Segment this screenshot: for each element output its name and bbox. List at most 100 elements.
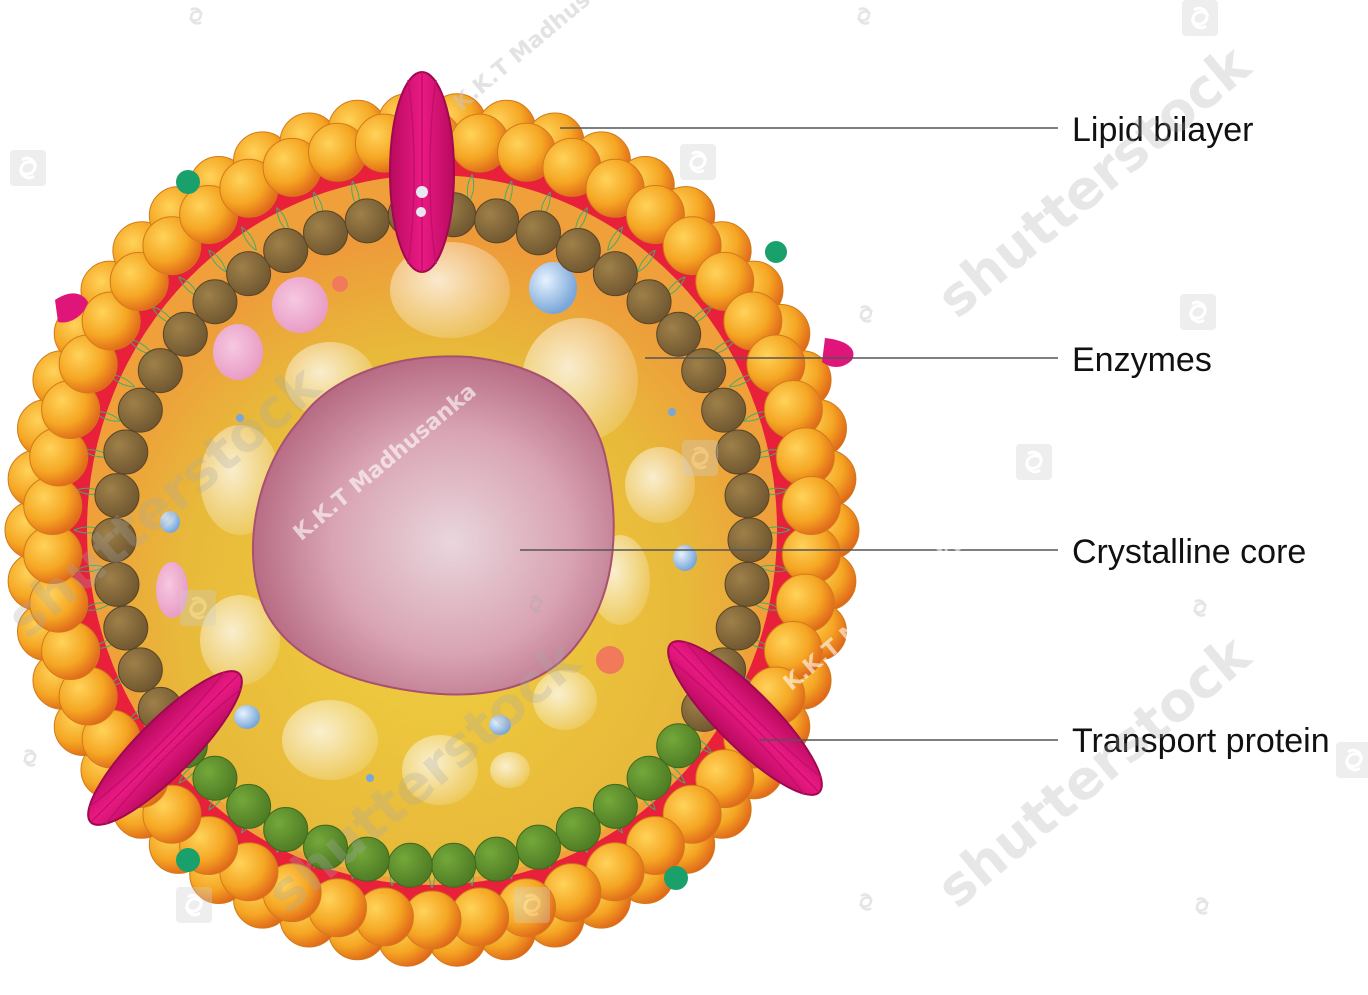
watermark-logo-icon	[1016, 444, 1052, 480]
inner-lipid-head	[344, 198, 390, 244]
inner-lipid-head	[724, 473, 770, 519]
inner-lipid-head	[94, 561, 140, 607]
inner-lipid-head	[555, 806, 601, 852]
lipid-tail	[607, 226, 623, 251]
green-dot	[176, 848, 200, 872]
enzyme-vesicles	[156, 242, 697, 805]
inner-lipid-head	[103, 429, 149, 475]
watermark-logo-mark	[1344, 748, 1364, 772]
watermark-logo-bg	[682, 440, 718, 476]
lipid-tail	[76, 564, 105, 571]
watermark-logo-icon	[176, 887, 212, 923]
inner-lipid-head	[656, 311, 702, 357]
watermark-logo-mark	[1192, 599, 1208, 617]
small-granule	[236, 414, 244, 422]
inner-lipid-head	[474, 836, 520, 882]
blue-vesicle	[160, 511, 180, 533]
inner-lipid-head	[715, 605, 761, 651]
inner-lipid-head	[592, 783, 638, 829]
inner-lipid-head	[431, 842, 477, 888]
enzyme-vesicle	[402, 735, 478, 805]
watermark-logo-mark	[1024, 450, 1044, 474]
blue-vesicle	[529, 262, 577, 314]
inner-lipid-head	[656, 723, 702, 769]
inner-lipid-head	[303, 824, 349, 870]
outer-lipid-head	[781, 476, 841, 536]
inner-lipid-head	[626, 755, 672, 801]
watermark-logo-bg	[180, 590, 216, 626]
lipid-tail	[208, 249, 227, 273]
lipid-tail	[208, 249, 227, 273]
inner-lipid-head	[727, 517, 773, 563]
watermark-logo-icon	[528, 595, 544, 613]
green-dot	[664, 866, 688, 890]
green-dot	[765, 241, 787, 263]
watermark-logo-bg	[1336, 742, 1368, 778]
inner-lipid-head	[724, 561, 770, 607]
watermark-logo-mark	[856, 7, 872, 25]
lipid-tail	[241, 226, 257, 251]
inner-lipid-head	[117, 387, 163, 433]
enzyme-vesicle	[272, 277, 328, 333]
watermark-logo-icon	[514, 887, 550, 923]
enzyme-vesicle	[282, 700, 378, 780]
inner-lipid-head	[137, 348, 183, 394]
watermark-logo-mark	[1190, 6, 1210, 30]
enzyme-vesicle	[156, 562, 188, 618]
outer-lipid-heads	[4, 93, 860, 967]
inner-lipid-head	[555, 228, 601, 274]
watermark-logo-mark	[858, 893, 874, 911]
watermark-logo-mark	[22, 749, 38, 767]
watermark-logo-icon	[188, 7, 204, 25]
small-granule	[596, 646, 624, 674]
watermark-logo-bg	[680, 144, 716, 180]
watermark-logo-mark	[18, 156, 38, 180]
watermark-logo-mark	[522, 893, 542, 917]
watermark-logo-bg	[514, 887, 550, 923]
inner-lipid-head	[263, 228, 309, 274]
watermark-logo-mark	[690, 446, 710, 470]
watermark-logo-mark	[528, 595, 544, 613]
enzyme-vesicle	[625, 447, 695, 523]
watermark-layer-front	[10, 0, 1368, 923]
enzyme-vesicle	[213, 324, 263, 380]
lipid-tail	[637, 249, 656, 273]
inner-lipid-head	[303, 210, 349, 256]
watermark-logo-icon	[858, 305, 874, 323]
watermark-logo-bg	[1182, 0, 1218, 36]
watermark-logo-mark	[1188, 300, 1208, 324]
inner-lipid-head	[226, 783, 272, 829]
inner-lipid-head	[387, 842, 433, 888]
inner-lipid-head	[192, 755, 238, 801]
inner-lipid-head	[162, 311, 208, 357]
blue-vesicle	[673, 545, 697, 571]
blue-vesicle	[489, 715, 511, 735]
watermark-logo-icon	[856, 7, 872, 25]
small-granule	[332, 276, 348, 292]
blue-vesicle	[234, 705, 260, 729]
watermark-logo-mark	[184, 893, 204, 917]
inner-lipid-head	[681, 348, 727, 394]
protein-sliver-right	[822, 338, 854, 367]
watermark-logo-icon	[1194, 897, 1210, 915]
watermark-logo-mark	[1194, 897, 1210, 915]
crystalline-core	[251, 355, 615, 696]
watermark-logo-icon	[180, 590, 216, 626]
watermark-logo-icon	[1180, 294, 1216, 330]
inner-lipid-head	[344, 836, 390, 882]
label-transport-protein: Transport protein	[1072, 722, 1330, 760]
lipid-tail	[241, 226, 257, 251]
protein-sliver-left	[55, 293, 88, 323]
inner-lipid-head	[515, 210, 561, 256]
inner-lipid-head	[91, 517, 137, 563]
enzyme-vesicle	[533, 670, 597, 730]
watermark-logo-mark	[188, 7, 204, 25]
watermark-logo-icon	[10, 150, 46, 186]
enzyme-vesicle	[200, 595, 280, 685]
inner-lipid-head	[474, 198, 520, 244]
watermark-logo-mark	[858, 305, 874, 323]
lipid-tail	[607, 226, 623, 251]
label-lipid-bilayer: Lipid bilayer	[1072, 111, 1254, 149]
inner-lipid-head	[94, 473, 140, 519]
